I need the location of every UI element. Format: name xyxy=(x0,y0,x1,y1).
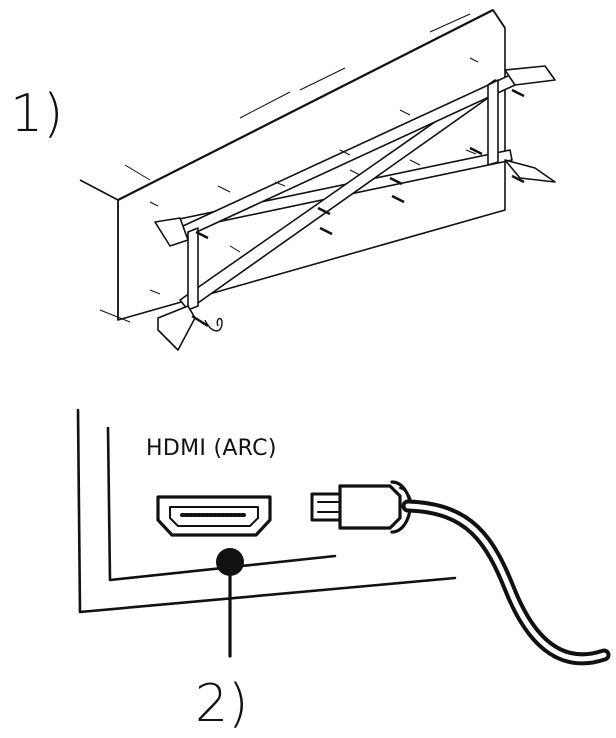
port-indicator-dot xyxy=(216,548,244,576)
stand-foot-right-bottom xyxy=(504,159,556,183)
screwdriver-icon xyxy=(204,317,223,332)
stand-leg-right xyxy=(487,79,499,166)
step-1-label: 1) xyxy=(10,84,64,144)
hdmi-arc-port-label: HDMI (ARC) xyxy=(146,436,277,461)
hdmi-plug-icon xyxy=(310,480,413,534)
screw-holes xyxy=(149,57,479,295)
stand-foot-left-top xyxy=(154,217,189,247)
stand-foot-right-top xyxy=(504,65,556,86)
stand-foot-left-bottom xyxy=(157,305,196,351)
stand-leg-left xyxy=(187,227,199,311)
tv-panel-inner xyxy=(106,426,337,582)
screws xyxy=(191,88,525,328)
hdmi-port-icon xyxy=(156,495,272,537)
step-2-label: 2) xyxy=(195,674,249,734)
tv-stand-assembly xyxy=(79,9,556,351)
hdmi-connection xyxy=(76,408,611,666)
tv-panel-outer xyxy=(76,408,457,614)
